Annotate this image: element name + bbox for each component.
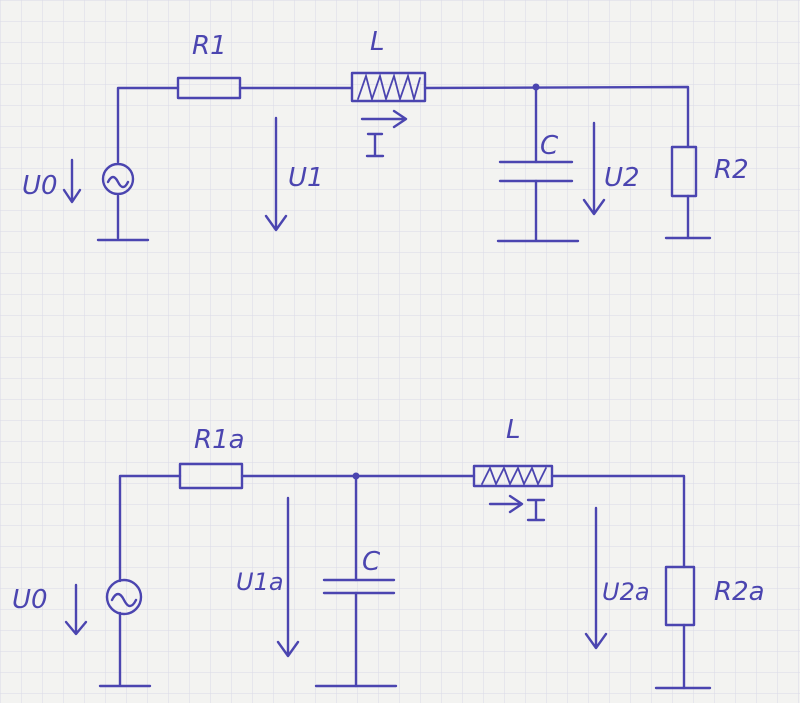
bottom-label-u0: U0 (12, 585, 48, 615)
bottom-arrow-u0 (64, 583, 88, 636)
top-junction (532, 83, 540, 91)
bottom-capacitor-c (322, 578, 396, 595)
bottom-inductor-l (472, 464, 554, 488)
bottom-label-u1a: U1a (236, 568, 284, 596)
top-arrow-u1 (264, 116, 288, 232)
top-label-r1: R1 (192, 31, 227, 61)
top-inductor-l (350, 71, 427, 103)
bottom-label-l: L (506, 415, 521, 445)
bottom-arrow-u1a (276, 496, 300, 658)
bottom-resistor-r1a (178, 462, 244, 490)
bottom-arrow-current (488, 494, 546, 522)
top-resistor-r1 (176, 76, 242, 100)
top-label-l: L (370, 27, 385, 57)
top-capacitor-c (498, 160, 574, 183)
top-label-c: C (540, 131, 559, 161)
top-circuit: R1 L C R2 U0 U1 U2 (22, 27, 749, 243)
bottom-label-r2a: R2a (714, 577, 765, 607)
top-arrow-u2 (582, 121, 606, 216)
bottom-label-u2a: U2a (602, 578, 650, 606)
top-wire-main (116, 85, 690, 240)
bottom-label-r1a: R1a (194, 425, 245, 455)
bottom-arrow-u2a (584, 506, 608, 650)
bottom-label-c: C (362, 547, 381, 577)
top-resistor-r2 (670, 145, 698, 198)
top-label-u0: U0 (22, 171, 58, 201)
top-arrow-current (360, 109, 408, 158)
bottom-circuit: R1a L C R2a U0 U1a U2a (12, 415, 765, 690)
bottom-voltage-source (105, 578, 143, 616)
bottom-resistor-r2a (664, 565, 696, 627)
top-label-u2: U2 (604, 163, 640, 193)
top-arrow-u0 (62, 158, 82, 204)
top-label-u1: U1 (288, 163, 324, 193)
top-voltage-source (101, 162, 135, 196)
top-label-r2: R2 (714, 155, 749, 185)
bottom-junction (352, 472, 360, 480)
